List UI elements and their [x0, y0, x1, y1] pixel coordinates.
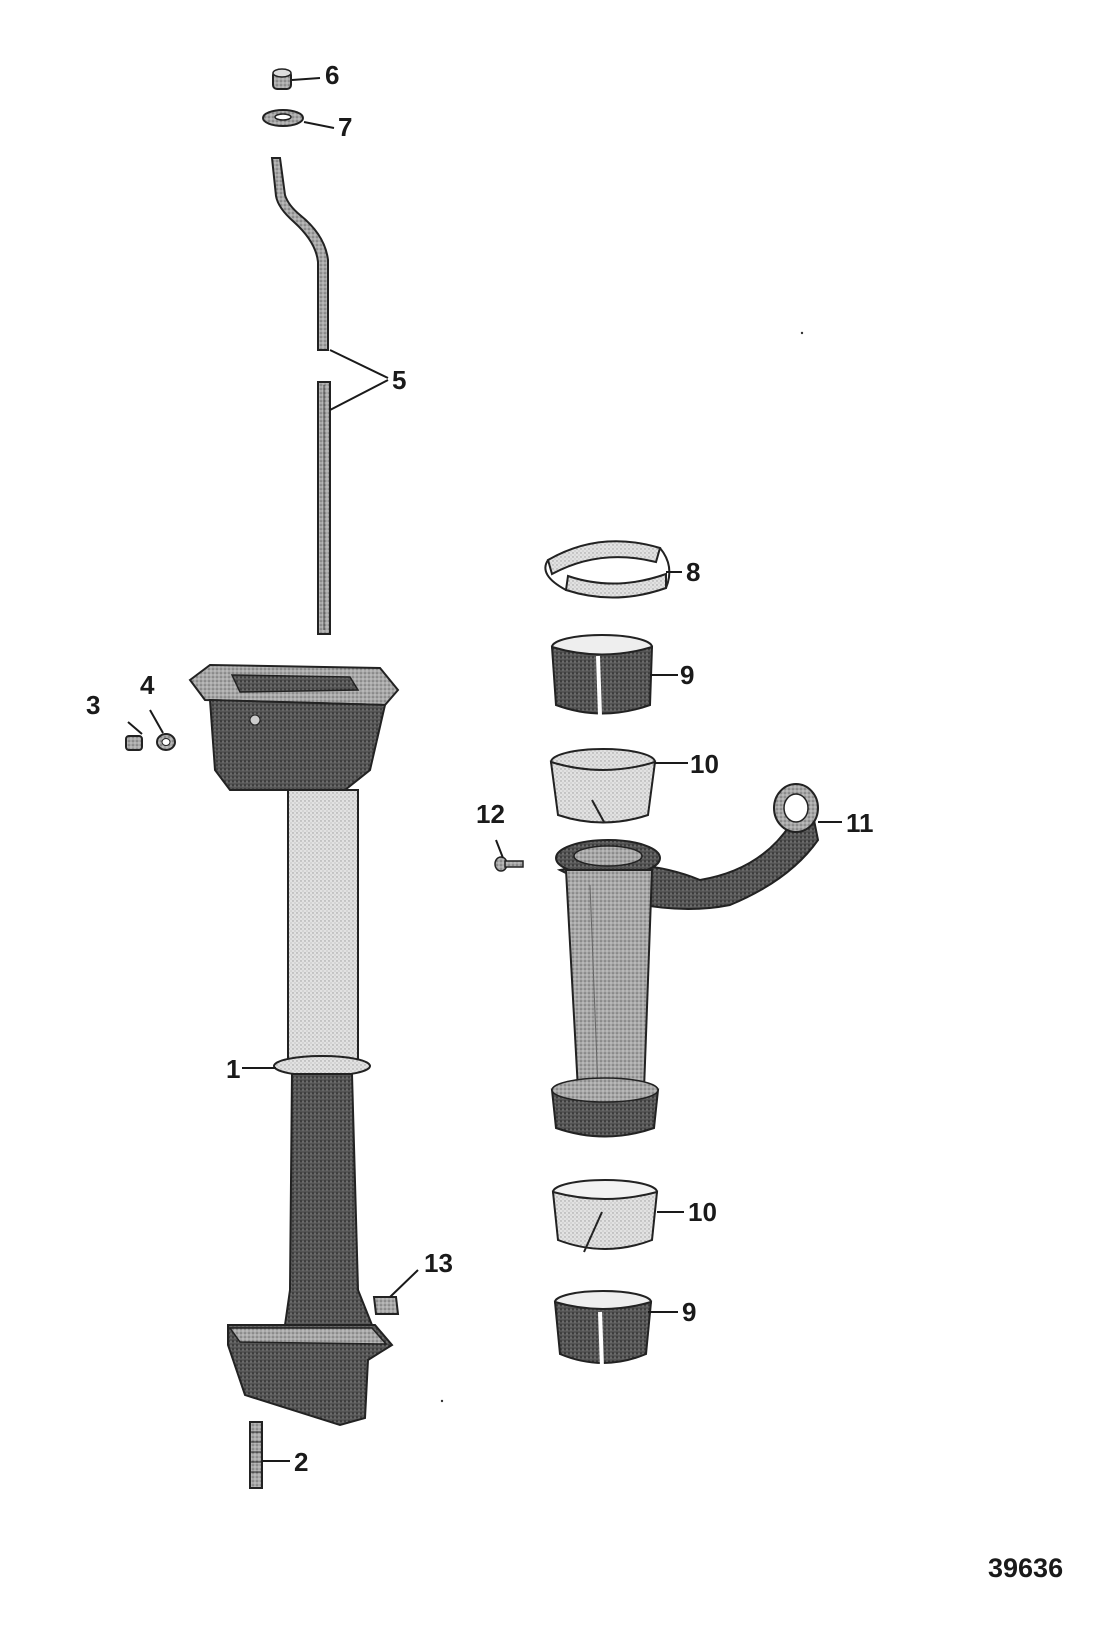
part-4-washer — [156, 733, 176, 751]
callout-12: 12 — [476, 799, 505, 829]
callout-11: 11 — [846, 808, 874, 838]
part-5-shift-shaft — [270, 157, 331, 635]
callout-2: 2 — [294, 1447, 308, 1477]
part-10-bushing-upper — [549, 748, 657, 824]
part-11-steering-arm — [550, 783, 820, 1138]
callout-3: 3 — [86, 690, 100, 720]
part-9-bushing-lower — [553, 1290, 653, 1369]
speck — [800, 331, 804, 335]
part-9-bushing-upper — [550, 634, 654, 717]
callout-8: 8 — [686, 557, 700, 587]
callout-13: 13 — [424, 1248, 453, 1278]
part-6-nut — [272, 68, 292, 90]
speck — [440, 1399, 444, 1403]
callout-1: 1 — [226, 1054, 240, 1084]
part-3-nut — [125, 735, 143, 751]
part-10-bushing-lower — [551, 1179, 659, 1253]
callout-9-upper: 9 — [680, 660, 694, 690]
part-2-stud — [249, 1421, 263, 1489]
callout-7: 7 — [338, 112, 352, 142]
part-13-plug — [372, 1296, 400, 1315]
part-12-screw — [494, 856, 524, 872]
callout-10-upper: 10 — [690, 749, 719, 779]
figure-number: 39636 — [988, 1553, 1063, 1583]
leader-lines — [127, 77, 842, 1462]
callout-10-lower: 10 — [688, 1197, 717, 1227]
part-7-washer — [262, 109, 304, 127]
callout-9-lower: 9 — [682, 1297, 696, 1327]
part-8-clamp-band — [544, 540, 671, 599]
part-1-driveshaft-housing — [188, 663, 400, 1427]
callout-5: 5 — [392, 365, 406, 395]
callout-4: 4 — [140, 670, 155, 700]
callout-6: 6 — [325, 60, 339, 90]
